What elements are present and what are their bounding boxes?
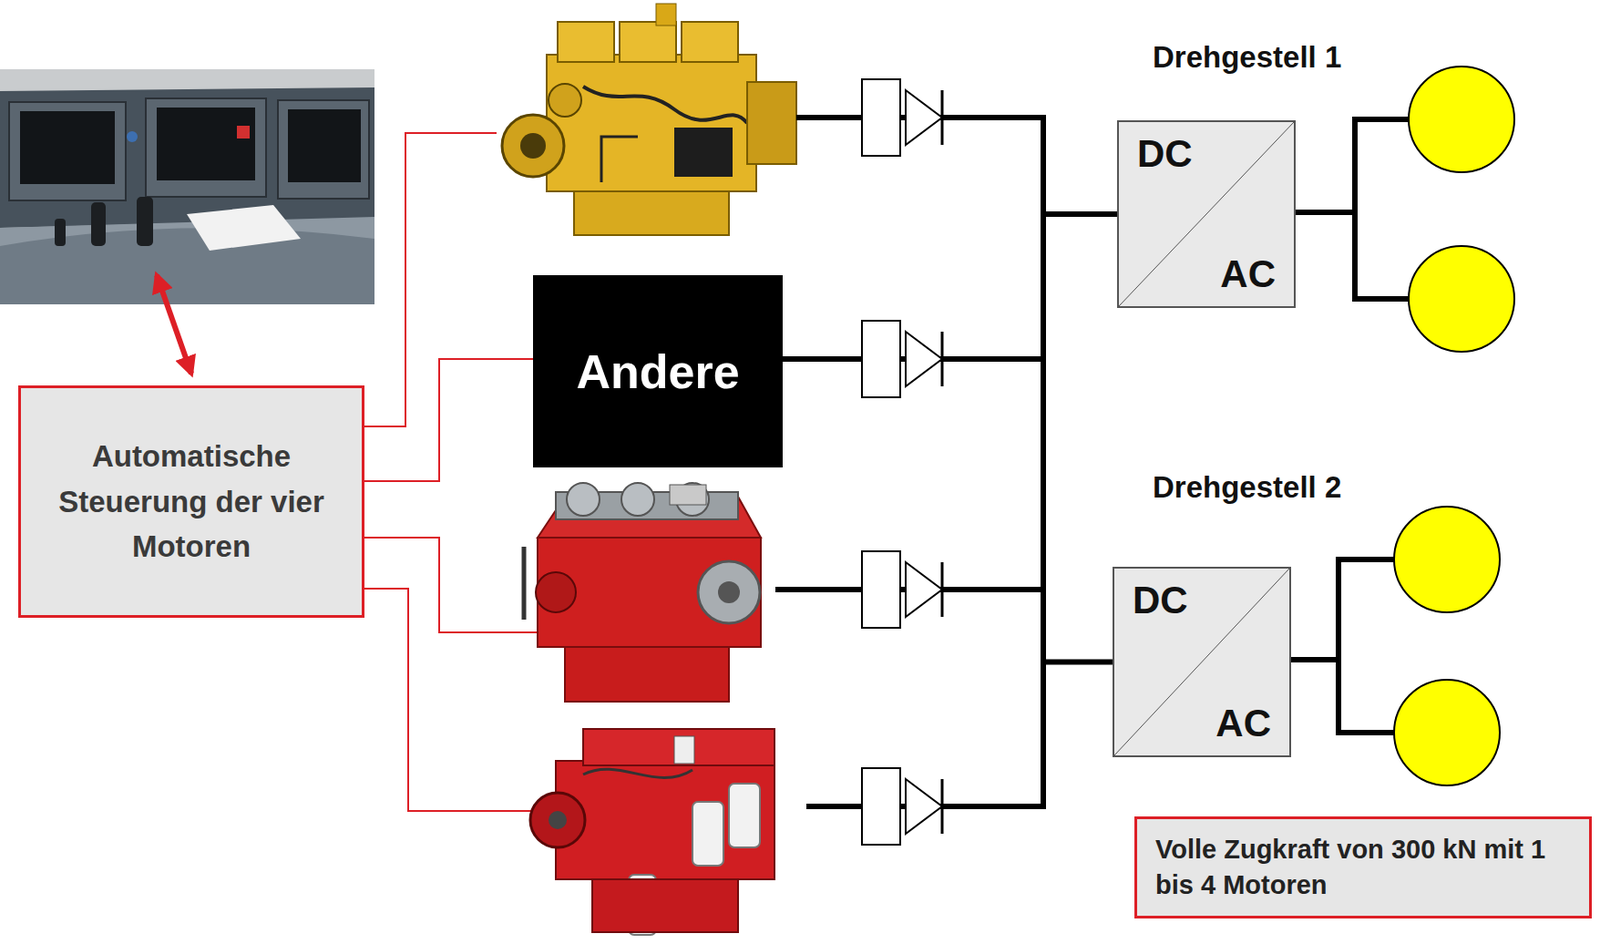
connector bbox=[782, 214, 1118, 359]
node-text: AC bbox=[1220, 253, 1276, 296]
traction-motor bbox=[1394, 66, 1515, 786]
resistor-diode bbox=[861, 79, 943, 845]
node-text: Volle Zugkraft von 300 kN mit 1 bis 4 Mo… bbox=[1155, 831, 1553, 903]
node-text: Automatische Steuerung der vier Motoren bbox=[53, 433, 329, 570]
bogie-label: Drehgestell 1 bbox=[1152, 40, 1342, 75]
engine-inline bbox=[530, 728, 775, 935]
bogie-label: Drehgestell 2 bbox=[1152, 470, 1342, 505]
motor-wiring bbox=[1291, 116, 1409, 736]
note-box: Volle Zugkraft von 300 kN mit 1 bis 4 Mo… bbox=[1134, 816, 1592, 919]
engine-box: Andere bbox=[533, 275, 783, 468]
link-arrow bbox=[156, 275, 192, 374]
connector bbox=[364, 358, 534, 482]
cab-photo bbox=[0, 69, 375, 305]
engine-yellow bbox=[502, 3, 797, 236]
control-wires bbox=[364, 133, 547, 811]
connector bbox=[782, 358, 1113, 663]
node-text: Andere bbox=[575, 344, 739, 400]
converter-box: DC AC bbox=[1112, 566, 1292, 758]
node-text: DC bbox=[1132, 579, 1189, 622]
converter-box: DC AC bbox=[1117, 120, 1296, 308]
control-box: Automatische Steuerung der vier Motoren bbox=[18, 385, 365, 618]
node-text: DC bbox=[1137, 133, 1193, 175]
engine-v8 bbox=[523, 482, 761, 702]
dc-bus bbox=[775, 114, 1047, 810]
node-text: AC bbox=[1215, 702, 1272, 745]
